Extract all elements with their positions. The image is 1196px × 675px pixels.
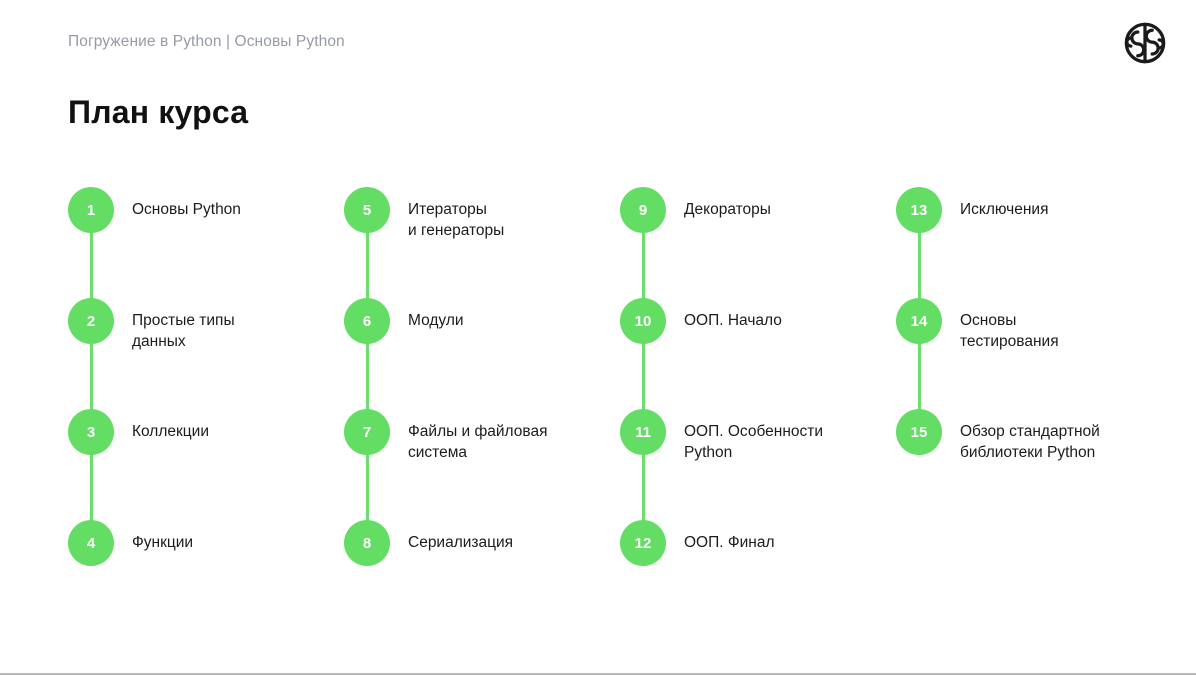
plan-item[interactable]: 12 ООП. Финал bbox=[620, 520, 896, 631]
plan-item-label: Основы тестирования bbox=[960, 298, 1059, 352]
plan-item-number: 6 bbox=[344, 298, 390, 344]
plan-item-label: Функции bbox=[132, 520, 193, 553]
plan-item-label-line: Коллекции bbox=[132, 423, 209, 440]
plan-item[interactable]: 13 Исключения bbox=[896, 187, 1172, 321]
plan-item-label: ООП. Особенности Python bbox=[684, 409, 823, 463]
plan-column-3: 9 Декораторы 10 ООП. Начало 11 ООП. Особ… bbox=[620, 187, 896, 631]
breadcrumb: Погружение в Python | Основы Python bbox=[68, 33, 345, 50]
plan-item-label-line: ООП. Особенности bbox=[684, 423, 824, 440]
plan-item-number: 13 bbox=[896, 187, 942, 233]
plan-item-label-line: ООП. Начало bbox=[684, 312, 782, 329]
plan-item-label-line: и генераторы bbox=[408, 222, 505, 239]
page-title: План курса bbox=[68, 94, 249, 130]
plan-item-number: 2 bbox=[68, 298, 114, 344]
plan-item-number: 1 bbox=[68, 187, 114, 233]
plan-item-number: 11 bbox=[620, 409, 666, 455]
plan-item-number: 10 bbox=[620, 298, 666, 344]
plan-item-number: 3 bbox=[68, 409, 114, 455]
plan-item[interactable]: 3 Коллекции bbox=[68, 409, 344, 543]
plan-item-label: Файлы и файловая система bbox=[408, 409, 547, 463]
plan-item-label-line: Исключения bbox=[960, 201, 1049, 218]
plan-item-label-line: ООП. Финал bbox=[684, 534, 775, 551]
plan-item-label-line: данных bbox=[132, 333, 186, 350]
plan-item-label-line: Итераторы bbox=[408, 201, 487, 218]
plan-item-label: Сериализация bbox=[408, 520, 513, 553]
plan-column-4: 13 Исключения 14 Основы тестирования 15 … bbox=[896, 187, 1172, 631]
plan-item-label: Модули bbox=[408, 298, 464, 331]
plan-item-label: ООП. Начало bbox=[684, 298, 782, 331]
plan-item[interactable]: 9 Декораторы bbox=[620, 187, 896, 321]
plan-item[interactable]: 10 ООП. Начало bbox=[620, 298, 896, 432]
plan-item-number: 15 bbox=[896, 409, 942, 455]
plan-item-number: 14 bbox=[896, 298, 942, 344]
plan-item[interactable]: 5 Итераторы и генераторы bbox=[344, 187, 620, 321]
plan-item-label-line: Обзор стандартной bbox=[960, 423, 1100, 440]
plan-item-label: Обзор стандартной библиотеки Python bbox=[960, 409, 1100, 463]
plan-item[interactable]: 8 Сериализация bbox=[344, 520, 620, 631]
plan-item-label-line: Декораторы bbox=[684, 201, 771, 218]
plan-item-label: Исключения bbox=[960, 187, 1048, 220]
plan-item-label-line: система bbox=[408, 444, 467, 461]
plan-item-number: 5 bbox=[344, 187, 390, 233]
brain-logo-icon bbox=[1124, 22, 1166, 64]
plan-item-label-line: Основы bbox=[960, 312, 1017, 329]
plan-item[interactable]: 15 Обзор стандартной библиотеки Python bbox=[896, 409, 1172, 520]
course-plan-columns: 1 Основы Python 2 Простые типы данных 3 … bbox=[68, 187, 1168, 631]
plan-item[interactable]: 4 Функции bbox=[68, 520, 344, 631]
plan-item-label-line: Файлы и файловая bbox=[408, 423, 548, 440]
plan-item-number: 7 bbox=[344, 409, 390, 455]
plan-item-label-line: Python bbox=[684, 444, 733, 461]
plan-item-number: 9 bbox=[620, 187, 666, 233]
slide-header: Погружение в Python | Основы Python bbox=[68, 32, 1128, 72]
plan-item-label: Коллекции bbox=[132, 409, 209, 442]
plan-item-label-line: библиотеки Python bbox=[960, 444, 1096, 461]
plan-item[interactable]: 1 Основы Python bbox=[68, 187, 344, 321]
plan-item-label-line: Функции bbox=[132, 534, 194, 551]
plan-item-number: 4 bbox=[68, 520, 114, 566]
plan-item[interactable]: 11 ООП. Особенности Python bbox=[620, 409, 896, 543]
plan-item-label: Основы Python bbox=[132, 187, 241, 220]
plan-item[interactable]: 7 Файлы и файловая система bbox=[344, 409, 620, 543]
plan-item-label: Простые типы данных bbox=[132, 298, 235, 352]
plan-item[interactable]: 6 Модули bbox=[344, 298, 620, 432]
plan-item-number: 12 bbox=[620, 520, 666, 566]
plan-item-label-line: тестирования bbox=[960, 333, 1059, 350]
plan-item-label-line: Простые типы bbox=[132, 312, 235, 329]
plan-item-number: 8 bbox=[344, 520, 390, 566]
plan-item[interactable]: 2 Простые типы данных bbox=[68, 298, 344, 432]
plan-column-2: 5 Итераторы и генераторы 6 Модули 7 Файл… bbox=[344, 187, 620, 631]
plan-item-label-line: Сериализация bbox=[408, 534, 514, 551]
plan-column-1: 1 Основы Python 2 Простые типы данных 3 … bbox=[68, 187, 344, 631]
plan-item-label-line: Модули bbox=[408, 312, 464, 329]
plan-item-label: ООП. Финал bbox=[684, 520, 775, 553]
plan-item-label: Декораторы bbox=[684, 187, 771, 220]
plan-item[interactable]: 14 Основы тестирования bbox=[896, 298, 1172, 432]
plan-item-label: Итераторы и генераторы bbox=[408, 187, 504, 241]
plan-item-label-line: Основы Python bbox=[132, 201, 241, 218]
